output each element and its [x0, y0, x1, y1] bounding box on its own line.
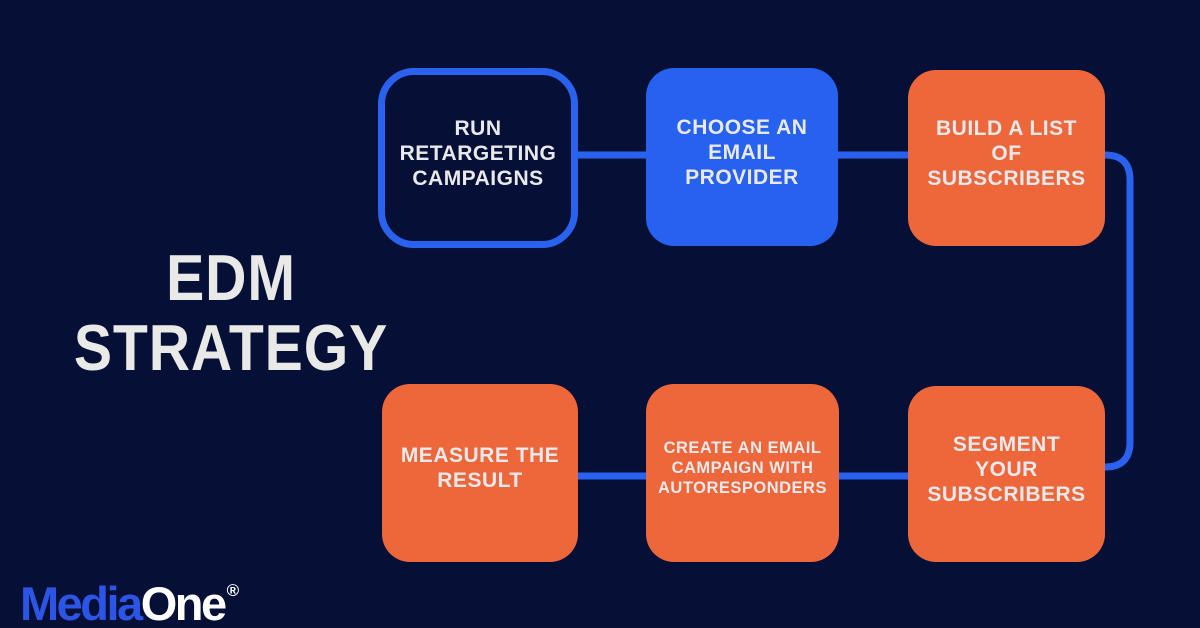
node-measure-the-result: MEASURE THE RESULT — [382, 384, 578, 562]
node-label: CREATE AN EMAIL CAMPAIGN WITH AUTORESPON… — [658, 439, 827, 497]
node-create-email-campaign: CREATE AN EMAIL CAMPAIGN WITH AUTORESPON… — [646, 384, 839, 562]
connector-build-to-segment — [1104, 151, 1134, 471]
node-segment-your-subscribers: SEGMENT YOUR SUBSCRIBERS — [908, 386, 1105, 562]
registered-trademark-icon: ® — [226, 581, 240, 600]
logo-media-text: Media — [20, 577, 143, 628]
logo-one-text: One — [140, 577, 227, 628]
mediaone-logo: MediaOne® — [20, 566, 239, 628]
node-label: BUILD A LIST OF SUBSCRIBERS — [927, 116, 1086, 190]
node-label: CHOOSE AN EMAIL PROVIDER — [676, 115, 808, 189]
node-choose-email-provider: CHOOSE AN EMAIL PROVIDER — [646, 68, 838, 246]
node-label: RUN RETARGETING CAMPAIGNS — [399, 116, 557, 190]
node-build-list-of-subscribers: BUILD A LIST OF SUBSCRIBERS — [908, 70, 1105, 246]
page-title: EDM STRATEGY — [73, 241, 389, 384]
node-label: MEASURE THE RESULT — [400, 444, 560, 492]
node-label: SEGMENT YOUR SUBSCRIBERS — [927, 432, 1086, 506]
node-run-retargeting-campaigns: RUN RETARGETING CAMPAIGNS — [378, 68, 578, 248]
